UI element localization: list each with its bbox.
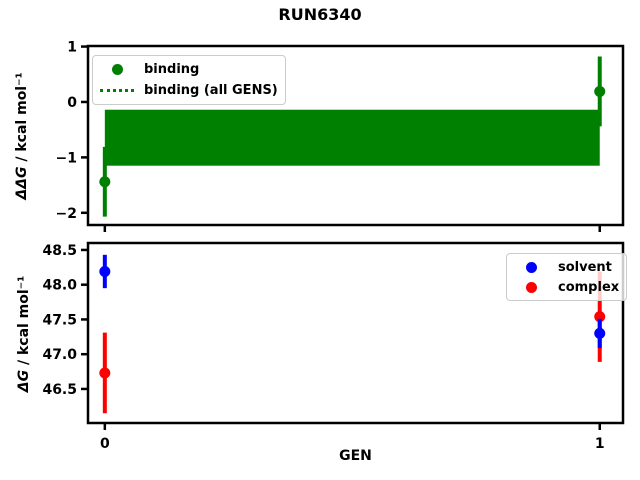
confidence-band xyxy=(104,109,600,166)
binding-legend: binding binding (all GENS) xyxy=(92,55,286,105)
y-tick-label: 47.5 xyxy=(42,312,77,328)
y-tick-label: 48.0 xyxy=(42,278,77,294)
solvent-complex-legend: solvent complex xyxy=(506,253,628,301)
figure-title: RUN6340 xyxy=(278,5,362,24)
binding-marker-icon xyxy=(111,64,123,75)
legend-label: binding (all GENS) xyxy=(144,83,278,98)
y-tick-label: 46.5 xyxy=(42,382,77,398)
bottom-y-axis-label-units: / kcal mol⁻¹ xyxy=(16,275,32,370)
dotted-line-icon xyxy=(100,89,134,92)
y-tick-label: 0 xyxy=(67,95,77,111)
legend-handle xyxy=(100,64,134,75)
legend-entry-complex: complex xyxy=(514,277,619,297)
y-tick-label: 47.0 xyxy=(42,347,77,363)
marker-solvent xyxy=(594,327,606,339)
bottom-y-axis-label: ΔG / kcal mol⁻¹ xyxy=(16,204,32,464)
legend-entry-binding: binding xyxy=(100,59,278,80)
legend-entry-solvent: solvent xyxy=(514,257,619,277)
x-axis-label: GEN xyxy=(339,448,372,464)
axes-frame xyxy=(86,241,625,425)
legend-handle xyxy=(100,89,134,92)
y-tick-label: −1 xyxy=(56,150,77,166)
legend-entry-binding-all-gens: binding (all GENS) xyxy=(100,80,278,101)
marker-solvent xyxy=(99,265,111,277)
marker-complex xyxy=(594,311,606,323)
top-y-axis-label-units: / kcal mol⁻¹ xyxy=(14,72,30,167)
complex-marker-icon xyxy=(525,281,537,293)
y-tick-label: 48.5 xyxy=(42,243,77,259)
legend-label: binding xyxy=(144,62,200,77)
solvent-marker-icon xyxy=(525,261,537,273)
x-tick-label: 0 xyxy=(100,436,110,452)
marker-binding xyxy=(99,176,111,188)
legend-handle xyxy=(514,261,548,273)
axes-frame xyxy=(86,44,625,227)
marker-complex xyxy=(99,367,111,379)
bottom-y-axis-label-symbol: ΔG xyxy=(16,369,32,393)
legend-handle xyxy=(514,281,548,293)
top-y-axis-label-symbol: ΔΔG xyxy=(14,166,30,200)
y-tick-label: 1 xyxy=(67,40,77,56)
marker-binding xyxy=(594,85,606,97)
x-tick-label: 1 xyxy=(595,436,605,452)
y-tick-label: −2 xyxy=(56,206,77,222)
legend-label: solvent xyxy=(558,259,612,275)
legend-label: complex xyxy=(558,279,620,295)
